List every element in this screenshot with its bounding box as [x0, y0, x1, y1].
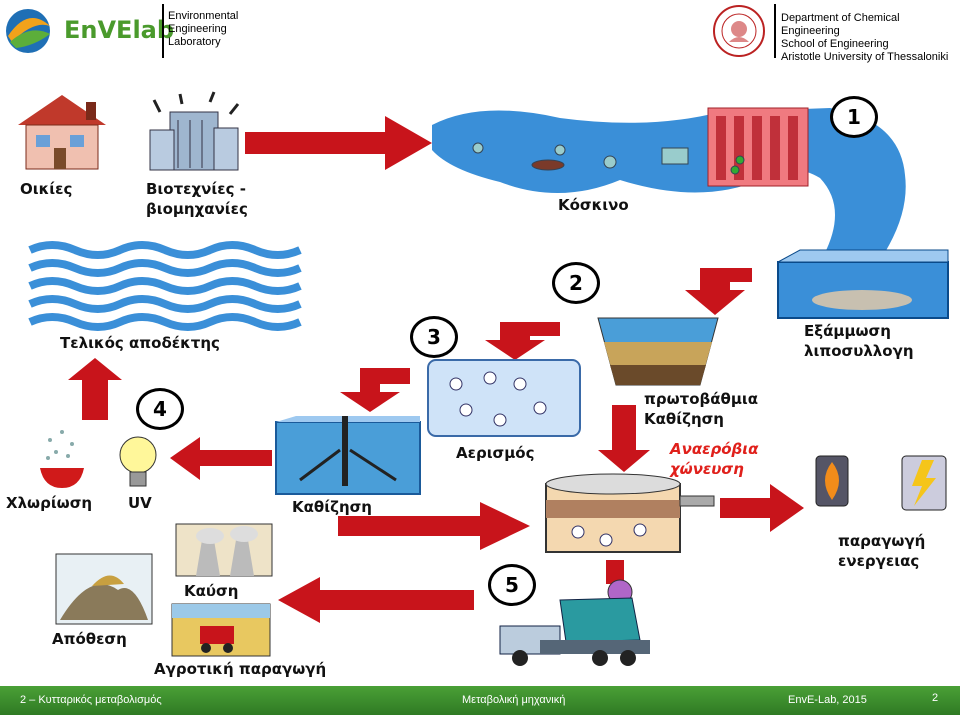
- step-5-badge: 5: [488, 564, 536, 606]
- step-2-badge: 2: [552, 262, 600, 304]
- arrow-to-aeration: [485, 322, 560, 360]
- anaerobic-digester: [545, 473, 715, 553]
- inflow-river: [432, 108, 906, 262]
- label-uv: UV: [128, 494, 152, 512]
- agriculture-icon: [171, 603, 271, 657]
- aeration-tank: [427, 359, 581, 437]
- label-industry-1: Βιοτεχνίες -: [146, 180, 246, 198]
- label-homes: Οικίες: [20, 180, 73, 198]
- arrow-to-primary: [685, 268, 752, 315]
- arrow-to-digester: [598, 405, 650, 472]
- label-settling: Καθίζηση: [292, 498, 372, 516]
- footer-bar: 2 – Κυτταρικός μεταβολισμός Μεταβολική μ…: [0, 686, 960, 715]
- globe-icon: [6, 9, 50, 53]
- arrow-to-reuse: [278, 577, 474, 623]
- department-info: Department of Chemical Engineering Schoo…: [781, 12, 960, 64]
- landfill-icon: [55, 553, 153, 625]
- final-receiver-water: [28, 241, 302, 331]
- treatment-diagram: [18, 91, 949, 666]
- label-sieve: Κόσκινο: [558, 196, 629, 214]
- lab-line-1: Environmental: [168, 10, 239, 22]
- arrow-sludge-to-digester: [338, 502, 530, 550]
- label-chlorination: Χλωρίωση: [6, 494, 93, 512]
- label-anaerobic-1: Αναερόβια: [670, 440, 759, 458]
- university-line: Aristotle University of Thessaloniki: [781, 51, 949, 63]
- dept-line-1: Department of Chemical Engineering: [781, 12, 900, 37]
- label-industry-2: βιομηχανίες: [146, 200, 248, 218]
- combustion-plant-icon: [175, 523, 273, 577]
- label-final-receiver: Τελικός αποδέκτης: [60, 334, 220, 352]
- chlorine-bowl-icon: [40, 430, 84, 488]
- arrow-to-uv: [170, 437, 272, 480]
- university-seal: [712, 4, 766, 63]
- step-3-badge: 3: [410, 316, 458, 358]
- sieve-screen: [707, 107, 809, 187]
- label-primary-1: πρωτοβάθμια: [644, 390, 759, 408]
- label-combustion: Καύση: [184, 582, 239, 600]
- envelab-logo: EnVElab: [4, 6, 174, 56]
- school-line: School of Engineering: [781, 38, 889, 50]
- footer-right: EnvE-Lab, 2015: [788, 694, 867, 706]
- grit-tank: [777, 249, 949, 319]
- house-icon: [18, 95, 106, 170]
- factory-icon: [149, 91, 240, 171]
- page-number: 2: [932, 692, 939, 704]
- label-energy-2: ενεργειας: [838, 552, 920, 570]
- lab-name: Environmental Engineering Laboratory: [168, 10, 238, 49]
- flow-arrow-to-sieve: [245, 116, 432, 170]
- debris: [472, 142, 745, 175]
- primary-settling-tank: [597, 317, 719, 386]
- step-4-badge: 4: [136, 388, 184, 430]
- step-1-badge: 1: [830, 96, 878, 138]
- label-disposal: Απόθεση: [52, 630, 127, 648]
- lab-line-3: Laboratory: [168, 36, 221, 48]
- lightning-icon: [901, 455, 947, 511]
- label-aeration: Αερισμός: [456, 444, 535, 462]
- logo-text: EnVElab: [64, 16, 175, 44]
- secondary-settling-tank: [275, 416, 421, 495]
- label-agriculture: Αγροτική παραγωγή: [154, 660, 327, 678]
- label-grit-2: λιποσυλλογη: [804, 342, 914, 360]
- header-divider-right: [774, 4, 776, 58]
- footer-center: Μεταβολική μηχανική: [462, 694, 566, 706]
- header-divider-left: [162, 4, 164, 58]
- arrow-to-energy: [720, 484, 804, 532]
- label-primary-2: Καθίζηση: [644, 410, 724, 428]
- arrow-to-settling: [340, 368, 410, 412]
- footer-left: 2 – Κυτταρικός μεταβολισμός: [20, 694, 162, 706]
- uv-lamp-icon: [119, 436, 157, 487]
- label-energy-1: παραγωγή: [838, 532, 926, 550]
- gas-flame-icon: [815, 455, 849, 507]
- lab-line-2: Engineering: [168, 23, 227, 35]
- label-anaerobic-2: χώνευση: [670, 460, 744, 478]
- dump-truck-icon: [499, 597, 650, 666]
- arrow-to-receiver: [68, 358, 122, 420]
- label-grit-1: Εξάμμωση: [804, 322, 891, 340]
